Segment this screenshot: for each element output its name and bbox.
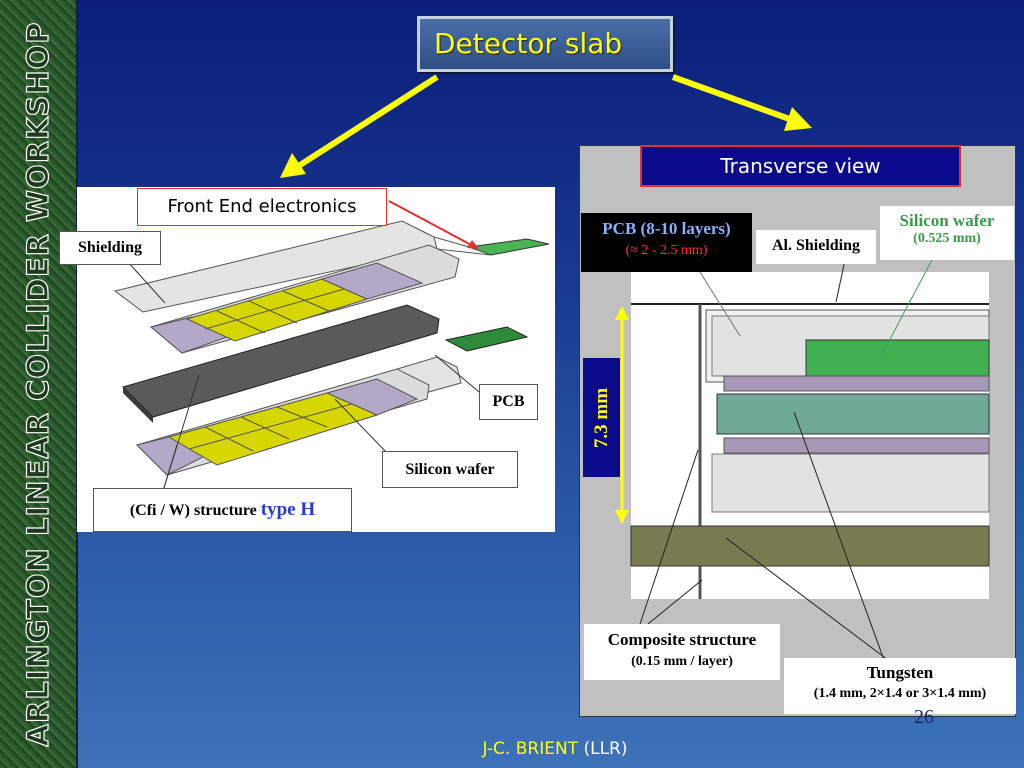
shielding-plate	[113, 220, 438, 313]
label-shielding: Shielding	[59, 231, 161, 265]
pcb-lower	[711, 453, 990, 513]
upper-wafer-purple-b	[320, 262, 424, 300]
label-structure-type: type H	[260, 499, 316, 520]
si-right-line1: Silicon wafer	[899, 211, 995, 230]
tungsten-line1: Tungsten	[866, 663, 934, 682]
label-pcb-layers: PCB (8-10 layers) (≈ 2 - 2.5 mm)	[581, 213, 752, 272]
thickness-label-box: 7.3 mm	[583, 358, 620, 477]
label-silicon-right: Silicon wafer (0.525 mm)	[880, 206, 1014, 260]
leader-fe	[388, 200, 476, 248]
si-right-line2: (0.525 mm)	[913, 231, 981, 246]
label-composite: Composite structure (0.15 mm / layer)	[584, 624, 780, 680]
leader-tung-a	[793, 411, 885, 661]
exploded-view-panel	[77, 187, 555, 532]
pcb-thickness-text: (≈ 2 - 2.5 mm)	[625, 243, 708, 258]
silicon-top	[805, 339, 990, 377]
pcb-layers-text: PCB (8-10 layers)	[602, 219, 731, 238]
arrow-right-head	[784, 107, 812, 131]
page-number: 26	[914, 706, 934, 728]
fe-card-bottom	[444, 326, 529, 352]
exploded-view-drawing	[113, 200, 550, 492]
purple-top	[723, 375, 990, 392]
leader-pcb	[434, 354, 486, 398]
leader-si	[879, 257, 934, 359]
label-structure: (Cfi / W) structure type H	[93, 488, 352, 532]
slide-title: Detector slab	[434, 27, 623, 60]
footer: J-C. BRIENT (LLR)	[0, 739, 1024, 759]
tungsten-line2: (1.4 mm, 2×1.4 or 3×1.4 mm)	[813, 686, 987, 701]
purple-bottom	[723, 437, 990, 454]
composite-line2: (0.15 mm / layer)	[631, 654, 733, 669]
leader-pcb-r	[699, 271, 741, 337]
footer-lab: (LLR)	[583, 739, 628, 759]
label-al-shielding: Al. Shielding	[756, 230, 876, 264]
leader-al	[835, 259, 846, 303]
leader-structure-b	[162, 444, 178, 492]
thickness-label: 7.3 mm	[590, 387, 612, 448]
label-front-end: Front End electronics	[137, 188, 387, 226]
composite-mid	[716, 393, 990, 435]
leader-comp-a	[639, 449, 699, 625]
tungsten-layer	[630, 525, 990, 567]
arrow-left-head	[280, 153, 306, 178]
slide-title-box: Detector slab	[417, 16, 673, 72]
leader-comp-b	[647, 579, 703, 625]
leader-silicon	[334, 398, 388, 454]
lower-wafer-purple-b	[325, 378, 419, 416]
arrow-left-line	[295, 74, 439, 170]
label-tungsten: Tungsten (1.4 mm, 2×1.4 or 3×1.4 mm)	[784, 658, 1016, 714]
label-silicon-wafer: Silicon wafer	[382, 451, 518, 488]
label-pcb: PCB	[479, 384, 538, 420]
label-structure-text: (Cfi / W) structure	[129, 502, 257, 519]
leader-tung-b	[725, 537, 889, 661]
leader-shielding	[126, 260, 166, 304]
composite-line1: Composite structure	[607, 630, 757, 649]
transverse-view-title: Transverse view	[640, 145, 961, 187]
footer-author: J-C. BRIENT	[482, 739, 579, 759]
arrow-right-line	[671, 74, 797, 124]
